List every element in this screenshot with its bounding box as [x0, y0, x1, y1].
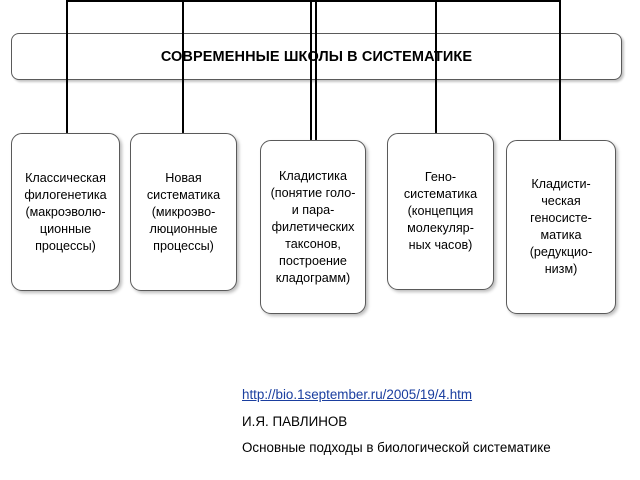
diagram-title: СОВРЕМЕННЫЕ ШКОЛЫ В СИСТЕМАТИКЕ [160, 48, 473, 65]
school-box-genosystematics: Гено- систематика (концепция молекуляр- … [387, 133, 494, 290]
author-name: И.Я. ПАВЛИНОВ [242, 414, 348, 429]
school-box-cladistics: Кладистика (понятие голо- и пара- филети… [260, 140, 366, 314]
source-caption: Основные подходы в биологической система… [242, 440, 551, 455]
connector-top-bar [66, 0, 560, 2]
school-box-cladistic-genosystematics: Кладисти- ческая геносисте- матика (реду… [506, 140, 616, 314]
connector-line-4 [435, 0, 437, 133]
connector-line-3b [315, 0, 317, 140]
connector-line-5 [559, 0, 561, 140]
source-link[interactable]: http://bio.1september.ru/2005/19/4.htm [242, 387, 473, 402]
school-box-new-systematics: Новая систематика (микроэво- люционные п… [130, 133, 237, 291]
connector-line-1 [66, 0, 68, 133]
school-box-classical-phylogenetics: Классическая филогенетика (макроэволю- ц… [11, 133, 120, 291]
connector-line-2 [182, 0, 184, 133]
connector-line-3a [310, 0, 312, 140]
